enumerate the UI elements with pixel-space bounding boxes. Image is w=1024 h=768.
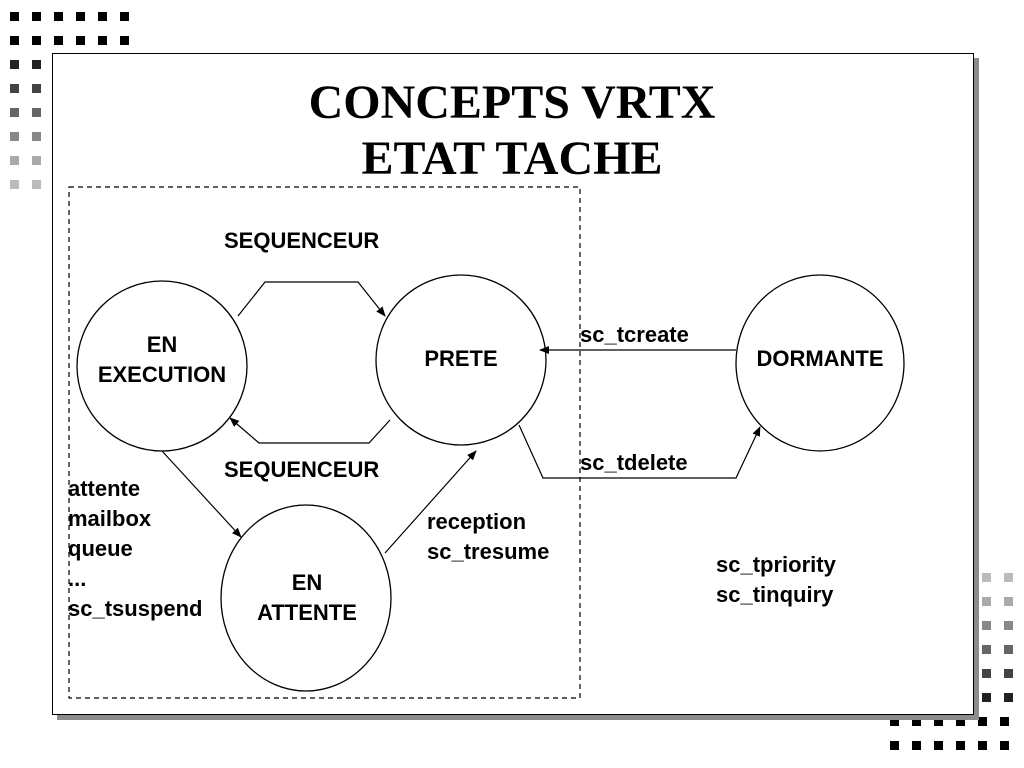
other-call-item: sc_tpriority [716, 552, 836, 577]
decor-square [978, 717, 987, 726]
decor-square [1004, 597, 1013, 606]
decor-square [32, 12, 41, 21]
decor-square [890, 741, 899, 750]
decor-square [982, 597, 991, 606]
decor-square [76, 36, 85, 45]
transition-label-sequenceur-bottom: SEQUENCEUR [224, 457, 380, 482]
decor-square [32, 156, 41, 165]
decor-square [32, 180, 41, 189]
transition-label-tdelete: sc_tdelete [580, 450, 688, 475]
decor-square [32, 108, 41, 117]
decor-square [120, 12, 129, 21]
decor-square [890, 717, 899, 726]
state-en-attente [220, 504, 392, 692]
decor-square [982, 693, 991, 702]
slide-title-line-2: ETAT TACHE [361, 132, 663, 185]
transition-reception-line: reception [427, 509, 527, 534]
wait-causes-list: attente mailbox queue ... sc_tsuspend [68, 474, 203, 624]
decor-square [934, 741, 943, 750]
decor-square [912, 717, 921, 726]
decor-square [956, 717, 965, 726]
decor-square [98, 36, 107, 45]
decor-square [10, 132, 19, 141]
decor-square [32, 84, 41, 93]
decor-square [54, 36, 63, 45]
state-execution-line-2: EXECUTION [97, 362, 227, 387]
arrow-sequenceur-prete-to-execution [229, 417, 391, 444]
decor-square [934, 717, 943, 726]
wait-cause-item: mailbox [68, 506, 152, 531]
wait-cause-item: ... [68, 566, 87, 591]
wait-cause-item: queue [68, 536, 133, 561]
decor-square [120, 36, 129, 45]
decor-square [10, 156, 19, 165]
other-calls-list: sc_tpriority sc_tinquiry [716, 550, 836, 610]
decor-square [10, 180, 19, 189]
arrow-execution-to-attente [161, 450, 242, 538]
decor-square [912, 741, 921, 750]
state-attente-line-1: EN [291, 570, 323, 595]
state-execution-label: EN EXECUTION [82, 330, 242, 390]
decor-square [10, 84, 19, 93]
decor-square [982, 621, 991, 630]
decor-square [10, 60, 19, 69]
transition-label-sequenceur-top: SEQUENCEUR [224, 228, 380, 253]
decor-square [1000, 717, 1009, 726]
state-prete [375, 274, 547, 446]
decor-square [98, 12, 107, 21]
other-call-item: sc_tinquiry [716, 582, 834, 607]
state-execution-line-1: EN [146, 332, 178, 357]
state-prete-label: PRETE [424, 346, 498, 371]
decor-square [1004, 573, 1013, 582]
transition-label-tcreate: sc_tcreate [580, 322, 689, 347]
decor-square [1004, 669, 1013, 678]
decor-square [10, 36, 19, 45]
decor-square [1000, 741, 1009, 750]
decor-square [54, 12, 63, 21]
decor-square [982, 573, 991, 582]
transition-label-reception: reception sc_tresume [427, 507, 549, 567]
decor-square [10, 108, 19, 117]
transition-tresume-line: sc_tresume [427, 539, 550, 564]
wait-cause-item: attente [68, 476, 141, 501]
arrow-attente-to-prete [384, 450, 477, 554]
state-attente-label: EN ATTENTE [227, 568, 387, 628]
decor-square [10, 12, 19, 21]
decor-square [982, 645, 991, 654]
wait-cause-item: sc_tsuspend [68, 596, 203, 621]
decor-square [982, 669, 991, 678]
arrow-sequenceur-execution-to-prete [237, 281, 386, 317]
decor-square [76, 12, 85, 21]
decor-square [32, 132, 41, 141]
state-dormante-label: DORMANTE [756, 346, 884, 371]
decor-square [32, 60, 41, 69]
arrow-tdelete-prete-to-dormante [518, 424, 761, 479]
decor-square [956, 741, 965, 750]
decor-square [978, 741, 987, 750]
decor-square [32, 36, 41, 45]
state-dormante [735, 274, 905, 452]
decor-square [1004, 621, 1013, 630]
state-attente-line-2: ATTENTE [257, 600, 357, 625]
task-boundary-dashed-box [68, 186, 581, 699]
decor-square [1004, 645, 1013, 654]
slide-title-line-1: CONCEPTS VRTX [308, 76, 716, 129]
decor-square [1004, 693, 1013, 702]
